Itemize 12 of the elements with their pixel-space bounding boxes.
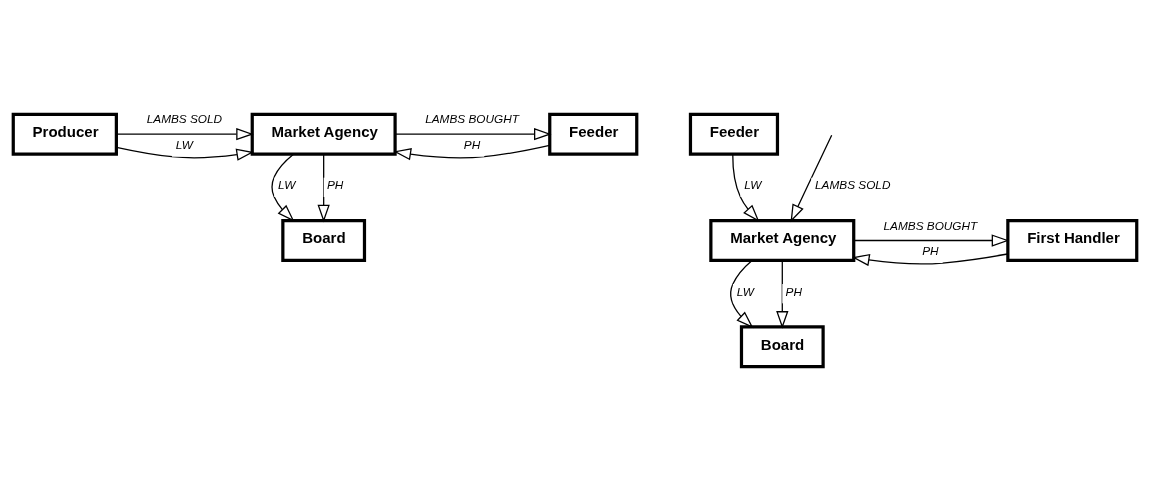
edge-label: PH bbox=[326, 178, 344, 193]
edge-label: LAMBS BOUGHT bbox=[883, 218, 978, 233]
edge-label: LW bbox=[736, 284, 754, 299]
edge-label: PH bbox=[922, 244, 939, 259]
edge-label: LAMBS SOLD bbox=[146, 112, 223, 127]
edge-label: PH bbox=[463, 137, 481, 152]
edge-label: LW bbox=[744, 178, 762, 193]
edge-label: LAMBS SOLD bbox=[815, 178, 891, 193]
edge-label: LW bbox=[278, 178, 296, 193]
edge-label: PH bbox=[785, 284, 802, 299]
edge-label: LW bbox=[175, 137, 193, 152]
edge-label: LAMBS BOUGHT bbox=[425, 112, 519, 127]
